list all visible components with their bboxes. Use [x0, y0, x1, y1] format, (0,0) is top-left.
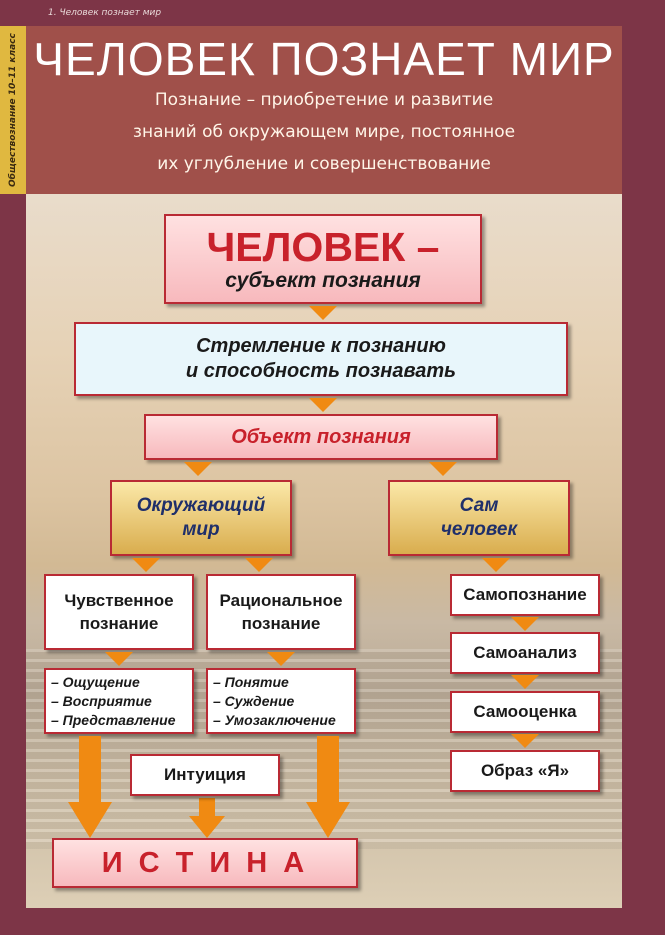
truth-box: И С Т И Н А [52, 838, 358, 888]
self-chain-label: Самопознание [463, 585, 587, 604]
world-line-2: мир [182, 519, 220, 540]
rational-line-2: познание [241, 614, 321, 633]
self-chain-label: Самооценка [473, 702, 577, 721]
self-box: Сам человек [388, 480, 570, 556]
rational-line-1: Рациональное [219, 591, 343, 610]
arrow-self-to-chain [482, 558, 510, 572]
subtitle-line-1: Познание – приобретение и развитие [154, 90, 494, 110]
rational-list: – Понятие – Суждение – Умозаключение [206, 668, 356, 734]
rational-list-item: – Понятие [213, 673, 289, 690]
striving-line-1: Стремление к познанию [196, 335, 446, 357]
subtitle-line-2: знаний об окружающем мире, постоянное [132, 122, 516, 142]
sensory-box: Чувственное познание [44, 574, 194, 650]
striving-line-2: и способность познавать [185, 360, 457, 382]
arrow-sensory-to-list [105, 652, 133, 666]
self-line-1: Сам [459, 495, 499, 516]
truth-label: И С Т И Н А [101, 846, 309, 879]
object-label: Объект познания [231, 425, 411, 448]
object-box: Объект познания [144, 414, 498, 460]
arrow-chain-3 [511, 734, 539, 748]
header-panel: ЧЕЛОВЕК ПОЗНАЕТ МИР Познание – приобрете… [26, 26, 622, 194]
subject-box: ЧЕЛОВЕК – субъект познания [164, 214, 482, 304]
subject-title: ЧЕЛОВЕК – [206, 224, 440, 270]
arrow-chain-1 [511, 617, 539, 631]
arrow-world-to-rational [245, 558, 273, 572]
world-line-1: Окружающий [136, 495, 266, 516]
arrow-rational-to-list [267, 652, 295, 666]
arrow-striving-to-object [309, 398, 337, 412]
sensory-list-item: – Восприятие [51, 692, 152, 709]
side-label: Обществознание 10–11 класс [8, 33, 18, 187]
arrow-intuition-to-truth [189, 798, 225, 838]
top-caption: 1. Человек познает мир [48, 8, 162, 18]
arrow-chain-2 [511, 675, 539, 689]
self-chain-item-1: Самопознание [450, 574, 600, 616]
subtitle-line-3: их углубление и совершенствование [157, 154, 491, 174]
arrow-sensory-to-truth [68, 736, 112, 838]
arrow-subject-to-striving [309, 306, 337, 320]
sensory-list-item: – Ощущение [51, 673, 140, 690]
intuition-label: Интуиция [164, 765, 246, 784]
arrow-rational-to-truth [306, 736, 350, 838]
striving-box: Стремление к познанию и способность позн… [74, 322, 568, 396]
self-chain-label: Образ «Я» [480, 761, 570, 780]
rational-box: Рациональное познание [206, 574, 356, 650]
sensory-line-1: Чувственное [64, 591, 174, 610]
page-title: ЧЕЛОВЕК ПОЗНАЕТ МИР [33, 33, 615, 85]
arrow-object-to-self [429, 462, 457, 476]
subject-subtitle: субъект познания [225, 269, 421, 292]
self-chain-item-2: Самоанализ [450, 632, 600, 674]
sensory-line-2: познание [79, 614, 159, 633]
self-chain-label: Самоанализ [473, 643, 577, 662]
sensory-list: – Ощущение – Восприятие – Представление [44, 668, 194, 734]
side-strip [0, 26, 26, 194]
self-chain-item-4: Образ «Я» [450, 750, 600, 792]
diagram-area: ЧЕЛОВЕК – субъект познания Стремление к … [26, 194, 622, 908]
world-box: Окружающий мир [110, 480, 292, 556]
sensory-list-item: – Представление [51, 711, 176, 728]
intuition-box: Интуиция [130, 754, 280, 796]
rational-list-item: – Суждение [213, 692, 295, 709]
self-chain-item-3: Самооценка [450, 691, 600, 733]
arrow-world-to-sensory [132, 558, 160, 572]
arrow-object-to-world [184, 462, 212, 476]
self-line-2: человек [440, 519, 518, 540]
rational-list-item: – Умозаключение [213, 711, 336, 728]
